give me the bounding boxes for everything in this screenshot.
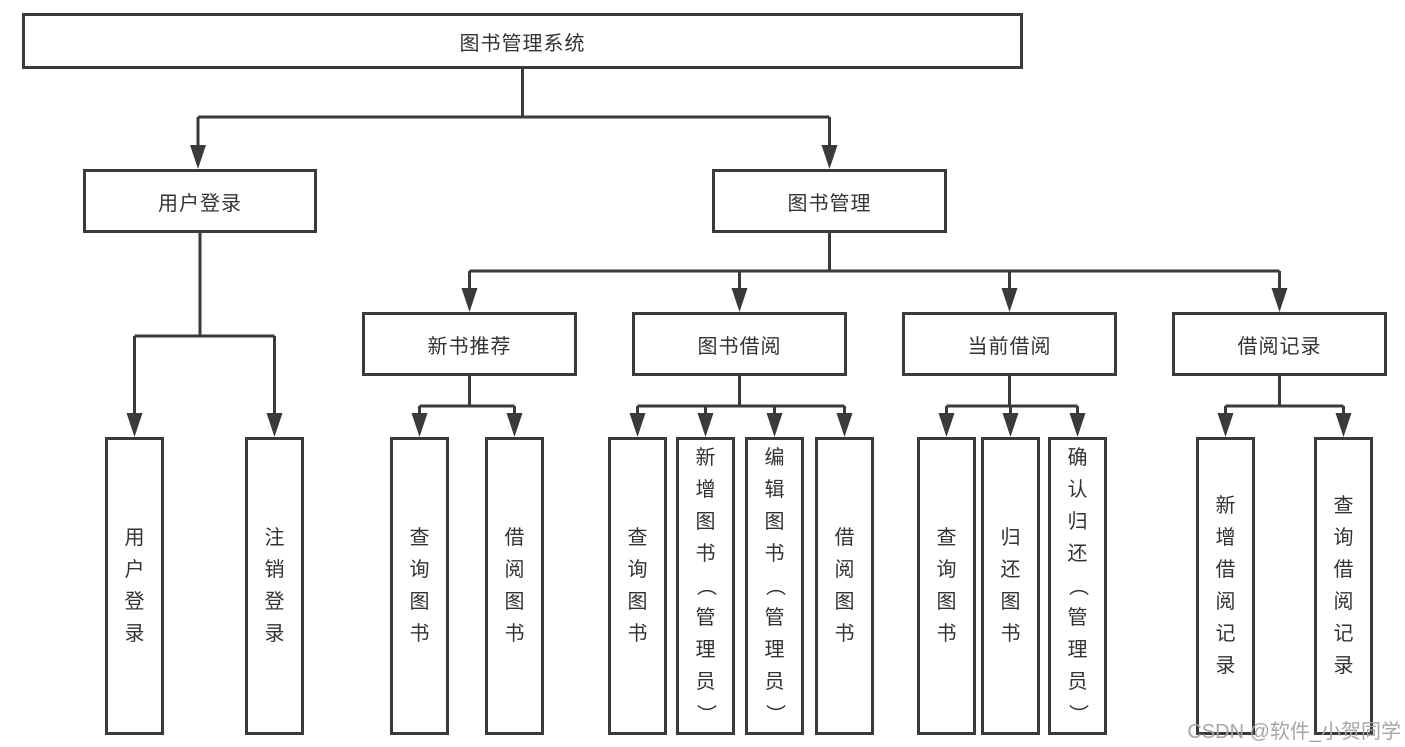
leaf-label: 新增借阅记录 [1215,495,1236,677]
node-book-borrowing: 图书借阅 [632,312,847,376]
leaf-return-books: 归还图书 [981,437,1040,735]
leaf-logout: 注销登录 [245,437,304,735]
leaf-label: 归还图书 [1000,527,1021,645]
leaf-label: 借阅图书 [504,527,525,645]
node-new-book-recommendation: 新书推荐 [362,312,577,376]
leaf-label: 确认归还（管理员） [1066,447,1089,724]
leaf-label: 用户登录 [124,527,145,645]
node-label: 图书管理 [787,192,872,215]
leaf-label: 借阅图书 [834,527,855,645]
leaf-label: 查询图书 [409,527,430,645]
node-label: 图书借阅 [697,335,782,358]
node-library-management-system: 图书管理系统 [22,13,1023,69]
node-label: 当前借阅 [967,335,1052,358]
leaf-user-login: 用户登录 [105,437,164,735]
leaf-add-borrow-record: 新增借阅记录 [1196,437,1255,735]
leaf-query-borrow-record: 查询借阅记录 [1314,437,1373,735]
node-current-borrowing: 当前借阅 [902,312,1117,376]
node-book-management: 图书管理 [712,169,947,233]
leaf-confirm-return-admin: 确认归还（管理员） [1048,437,1107,735]
leaf-label: 编辑图书（管理员） [763,447,786,724]
node-label: 用户登录 [158,192,242,215]
leaf-label: 注销登录 [264,527,285,645]
leaf-edit-books-admin: 编辑图书（管理员） [745,437,804,735]
leaf-query-books-current: 查询图书 [917,437,976,735]
leaf-add-books-admin: 新增图书（管理员） [676,437,735,735]
csdn-watermark: CSDN @软件_小贺同学 [1187,721,1401,743]
leaf-label: 查询借阅记录 [1333,495,1354,677]
leaf-label: 新增图书（管理员） [694,447,717,724]
leaf-borrow-books-recommend: 借阅图书 [485,437,544,735]
node-user-login: 用户登录 [83,169,317,233]
node-label: 图书管理系统 [459,32,586,55]
leaf-borrow-books: 借阅图书 [815,437,874,735]
leaf-query-books-recommend: 查询图书 [390,437,449,735]
node-label: 新书推荐 [427,335,512,358]
leaf-label: 查询图书 [936,527,957,645]
leaf-query-books-borrowing: 查询图书 [608,437,667,735]
node-label: 借阅记录 [1237,335,1322,358]
leaf-label: 查询图书 [627,527,648,645]
node-borrowing-records: 借阅记录 [1172,312,1387,376]
